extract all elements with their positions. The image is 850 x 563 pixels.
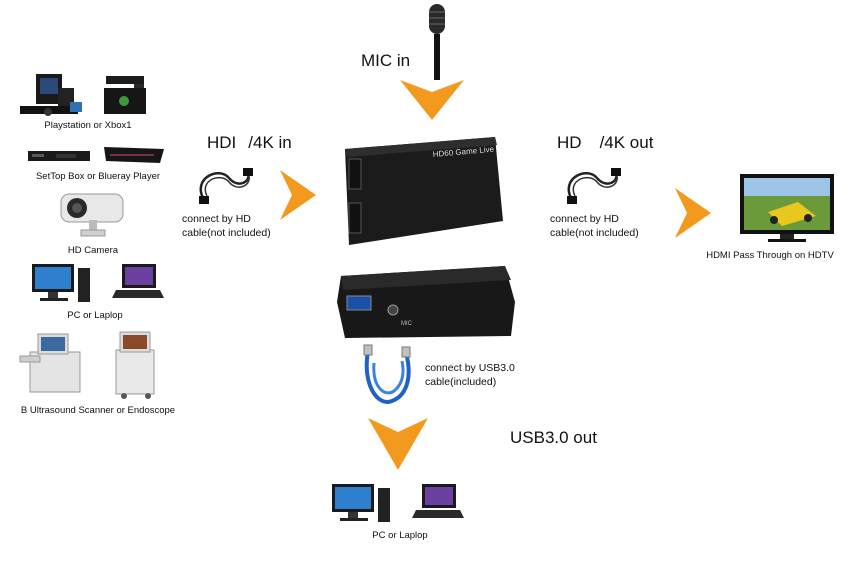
arrow-right-out-icon <box>675 188 711 238</box>
pc-laptop-icon <box>32 264 164 302</box>
hd-camera-icon <box>60 193 124 237</box>
arrow-right-in-icon <box>280 170 316 220</box>
hd60-device-front-icon: MIC <box>337 266 515 338</box>
usb-out-label: USB3.0 out <box>510 428 597 447</box>
hdmi-in-title: HDI/4K in <box>207 133 292 152</box>
arrow-down-mic-icon <box>400 80 464 120</box>
device-label-ultrasound: B Ultrasound Scanner or Endoscope <box>20 405 176 416</box>
usb-cable-icon <box>363 344 411 404</box>
hdmi-out-cable-note: connect by HD cable(not included) <box>550 213 639 239</box>
arrow-down-usb-icon <box>368 418 428 470</box>
device-label-console: Playstation or Xbox1 <box>44 120 132 131</box>
device-label-pc: PC or Laplop <box>67 310 123 321</box>
hd60-device-icon: HD60 Game Live <box>345 137 503 245</box>
hdmi-cable-in-icon <box>199 168 253 204</box>
ultrasound-scanner-icon <box>19 331 155 399</box>
game-console-icon <box>20 74 146 116</box>
usb-cable-note: connect by USB3.0 cable(included) <box>425 362 515 388</box>
hdmi-cable-out-icon <box>567 168 621 204</box>
hdtv-icon <box>740 174 834 242</box>
hdmi-out-title: HD/4K out <box>557 133 654 152</box>
hdmi-in-cable-note: connect by HD cable(not included) <box>182 213 271 239</box>
device-label-camera: HD Camera <box>67 245 119 256</box>
settop-box-icon <box>28 147 164 163</box>
output-pc-label: PC or Laplop <box>372 530 428 541</box>
output-pc-laptop-icon <box>332 484 464 522</box>
hdtv-label: HDMI Pass Through on HDTV <box>706 250 834 261</box>
mic-in-label: MIC in <box>361 51 411 70</box>
device-label-settop: SetTop Box or Blueray Player <box>35 171 161 182</box>
mic-port-label: MIC <box>401 321 413 327</box>
microphone-icon <box>429 4 445 80</box>
